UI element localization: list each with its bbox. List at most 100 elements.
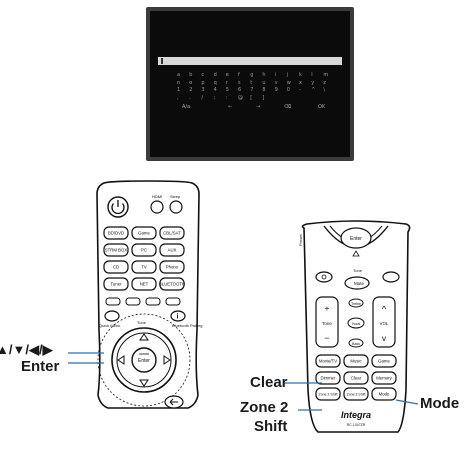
input-button-label: TV [141,265,147,270]
transport-row [105,297,181,306]
input-button[interactable]: CBL/SAT [159,226,185,240]
power-button[interactable] [107,196,129,218]
keyboard-key[interactable]: c [201,72,205,78]
volume-rocker[interactable]: ^ VOL v [372,296,396,348]
keyboard-function-key[interactable]: A/a [182,104,191,110]
keyboard-key[interactable]: h [262,72,266,78]
keyboard-key[interactable]: j [286,72,289,78]
svg-text:Vocal: Vocal [352,322,361,326]
zone2-callout-line2: Shift [254,418,288,435]
mode-button[interactable]: Dimmer [315,371,341,385]
keyboard-key[interactable]: z [323,79,327,86]
keyboard-key[interactable]: v [274,79,278,86]
input-button[interactable]: BD/DVD [103,226,129,240]
bass-button[interactable]: Bass [348,338,364,348]
input-button[interactable]: CD [103,260,129,274]
keyboard-key[interactable]: m [323,72,329,78]
keyboard-key[interactable]: [ [250,94,253,101]
keyboard-key[interactable]: b [189,72,193,78]
sleep-label: Sleep [170,194,181,199]
keyboard-key[interactable]: \ [323,87,326,93]
input-button[interactable]: Game [131,226,157,240]
keyboard-key[interactable]: s [238,79,241,86]
keyboard-key[interactable]: q [213,79,217,86]
keyboard-key[interactable]: 1 [177,87,181,93]
keyboard-key[interactable]: x [299,79,302,86]
keyboard-key[interactable]: w [286,79,291,86]
keyboard-function-key[interactable]: ⌫ [284,104,292,110]
keyboard-key[interactable]: 8 [262,87,266,93]
mode-button[interactable]: Zone 2 Shift [315,387,341,401]
keyboard-key[interactable]: a [177,72,181,78]
keyboard-function-key[interactable]: ← [228,104,233,110]
keyboard-key[interactable]: 0 [286,87,290,93]
keyboard-key[interactable]: ; [213,94,216,101]
input-button[interactable]: Tuner [103,277,129,291]
enter-button[interactable]: Enter [131,347,157,373]
input-button[interactable]: TV [131,260,157,274]
keyboard-key[interactable]: 6 [238,87,242,93]
tone-rocker[interactable]: + Tone − [315,296,339,348]
sleep-button[interactable] [169,200,183,214]
keyboard-key[interactable]: d [213,72,217,78]
input-button[interactable]: NET [131,277,157,291]
input-button[interactable]: Phono [159,260,185,274]
mode-button[interactable]: Movie/TV [315,354,341,368]
keyboard-key[interactable]: o [189,79,193,86]
plus-icon: + [325,304,330,313]
mode-button[interactable]: Zone 2 Shift [343,387,369,401]
mode-button[interactable]: Music [343,354,369,368]
keyboard-key[interactable]: u [262,79,266,86]
back-button[interactable] [164,395,184,409]
input-button-label: Phono [166,265,179,270]
keyboard-key[interactable]: 3 [201,87,205,93]
svg-text:Enter: Enter [350,236,362,242]
keyboard-key[interactable]: 5 [225,87,229,93]
keyboard-key[interactable]: f [238,72,240,78]
right-cursor-pad[interactable]: Enter [323,225,389,257]
mode-button[interactable]: Mode [371,387,397,401]
keyboard-key[interactable]: p [201,79,205,86]
keyboard-key[interactable]: t [250,79,253,86]
keyboard-key[interactable]: @ [238,94,243,101]
keyboard-function-key[interactable]: OK [318,104,326,110]
keyboard-key[interactable]: / [201,94,204,101]
hdmi-out-button[interactable] [150,200,164,214]
keyboard-key[interactable]: n [177,79,181,86]
vocal-button[interactable]: Vocal [347,317,365,329]
return-button-right[interactable] [382,271,400,283]
keyboard-key[interactable]: 7 [250,87,254,93]
input-button[interactable]: AUX [159,243,185,257]
keyboard-key[interactable]: 4 [213,87,217,93]
mode-button[interactable]: Game [371,354,397,368]
keyboard-key[interactable]: 9 [274,87,278,93]
mode-button-label: Zone 2 Shift [319,393,338,397]
keyboard-key[interactable]: y [311,79,315,86]
keyboard-key[interactable]: l [311,72,313,78]
keyboard-function-key[interactable]: → [256,104,261,110]
input-button[interactable]: BLUETOOTH [159,277,185,291]
input-button[interactable]: PC [131,243,157,257]
keyboard-text-input[interactable] [158,57,342,65]
info-button[interactable]: i [170,310,186,322]
keyboard-key[interactable]: ] [262,94,265,101]
keyboard-key[interactable]: , [177,94,179,101]
keyboard-key[interactable]: . [189,94,191,101]
treble-button[interactable]: Treble [348,298,364,308]
quick-menu-button[interactable] [104,310,120,322]
keyboard-key[interactable]: ^ [311,87,316,93]
keyboard-key[interactable]: : [225,94,228,101]
keyboard-key[interactable]: i [274,72,276,78]
keyboard-key[interactable]: e [225,72,229,78]
keyboard-key[interactable]: g [250,72,254,78]
keyboard-key[interactable]: - [299,87,301,93]
mute-button[interactable]: Mute [344,276,370,290]
keyboard-key[interactable]: 2 [189,87,193,93]
input-button[interactable]: STRM BOX [103,243,129,257]
power-button-right[interactable] [315,271,333,283]
keyboard-key[interactable]: r [225,79,228,86]
keyboard-key[interactable]: k [299,72,302,78]
mode-button[interactable]: Clear [343,371,369,385]
mode-button[interactable]: Memory [371,371,397,385]
